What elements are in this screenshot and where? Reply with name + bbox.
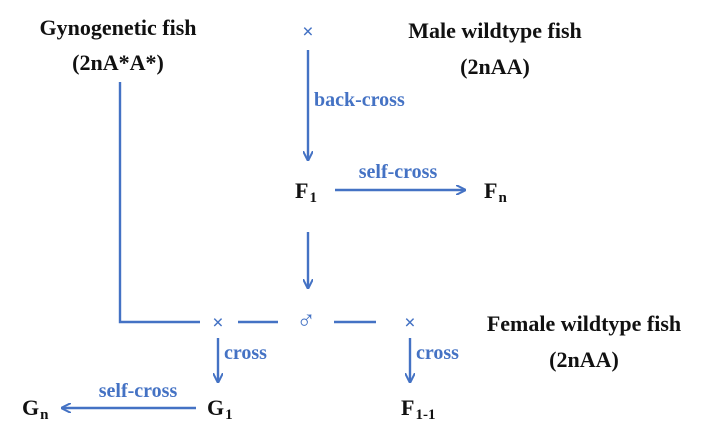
- backcross-label: back-cross: [314, 89, 405, 111]
- female-wildtype-fish-label: Female wildtype fish: [486, 311, 682, 336]
- gynogenetic-fish-genotype: (2nA*A*): [72, 50, 164, 75]
- male-sign-icon: ♂: [296, 306, 316, 335]
- f1-node: F1: [295, 178, 317, 206]
- gyno-cross-symbol: ×: [212, 312, 224, 334]
- gn-node: Gn: [22, 395, 49, 423]
- cross-f-label: cross: [416, 342, 459, 364]
- selfcross-g-label: self-cross: [98, 380, 178, 402]
- selfcross-f-label: self-cross: [358, 161, 438, 183]
- gynogenetic-fish-label: Gynogenetic fish: [39, 15, 197, 40]
- female-wildtype-fish-genotype: (2nAA): [549, 347, 619, 372]
- female-cross-symbol: ×: [404, 312, 416, 334]
- f1-1-node: F1-1: [401, 395, 436, 423]
- male-wildtype-fish-label: Male wildtype fish: [408, 18, 582, 43]
- male-wildtype-fish-genotype: (2nAA): [460, 54, 530, 79]
- g1-node: G1: [207, 395, 233, 423]
- fn-node: Fn: [484, 178, 507, 206]
- male-cross-symbol: ×: [302, 21, 314, 43]
- gynogenetic-connector: [118, 82, 200, 324]
- cross-g-label: cross: [224, 342, 267, 364]
